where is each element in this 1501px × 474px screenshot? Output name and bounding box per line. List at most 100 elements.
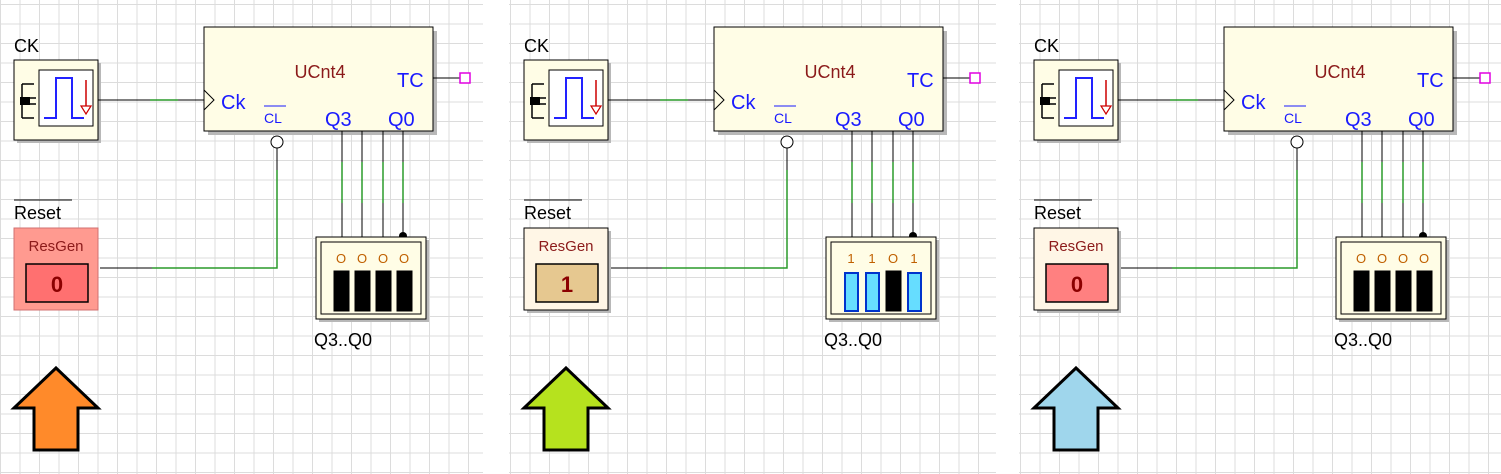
reset-wire-mid: [662, 170, 788, 269]
clock-generator[interactable]: [13, 59, 101, 143]
reset-wire-mid: [1172, 170, 1298, 269]
counter-name: UCnt4: [294, 62, 345, 82]
clock-edge-arrow-icon: [589, 105, 603, 116]
display-led-segment: [844, 272, 859, 312]
resgen-component[interactable]: ResGen 1: [523, 227, 611, 313]
display-bit-digit: O: [1398, 251, 1408, 266]
cl-inversion-bubble: [780, 135, 794, 149]
tc-output-pin: [969, 72, 981, 84]
clock-input-triangle: [1223, 89, 1235, 111]
resgen-value-button[interactable]: [1045, 263, 1109, 303]
reset-label: Reset: [1034, 203, 1081, 223]
pin-q3: Q3: [835, 109, 862, 131]
display-led-segment: [865, 272, 880, 312]
display-label: Q3..Q0: [314, 330, 372, 350]
display-bit-digit: O: [1419, 251, 1429, 266]
clock-waveform-icon: [554, 77, 594, 119]
resgen-name: ResGen: [1048, 238, 1103, 255]
pin-cl: CL: [774, 110, 792, 126]
clock-edge-arrow-icon: [79, 105, 93, 116]
pin-ck: Ck: [221, 92, 246, 114]
cl-inversion-bubble: [270, 135, 284, 149]
display-bit-digit: 1: [910, 251, 917, 266]
pin-tc: TC: [907, 70, 934, 92]
resgen-value-button[interactable]: [535, 263, 599, 303]
tc-output-pin: [1479, 72, 1491, 84]
pin-tc: TC: [397, 70, 424, 92]
display-led-segment: [333, 270, 350, 312]
clock-switch-knob: [20, 97, 30, 105]
display-bit-digit: O: [357, 251, 367, 266]
clock-label: CK: [14, 36, 39, 56]
clock-waveform-icon: [1064, 77, 1104, 119]
pin-q3: Q3: [325, 109, 352, 131]
display-bit-digit: O: [1377, 251, 1387, 266]
display-led-segment: [1374, 270, 1391, 312]
display-bit-digit: O: [336, 251, 346, 266]
pin-q0: Q0: [1408, 109, 1435, 131]
pin-q3: Q3: [1345, 109, 1372, 131]
display-bit-digit: 1: [847, 251, 854, 266]
clock-generator[interactable]: [1033, 59, 1121, 143]
clock-switch-knob: [530, 97, 540, 105]
panel-separator: [483, 0, 509, 474]
up-arrow-icon: [10, 365, 102, 452]
resgen-component[interactable]: ResGen 0: [1033, 227, 1121, 313]
resgen-value-button[interactable]: [25, 263, 89, 303]
display-label: Q3..Q0: [1334, 330, 1392, 350]
display-bit-digit: 1: [868, 251, 875, 266]
reset-label: Reset: [14, 203, 61, 223]
pin-cl: CL: [1284, 110, 1302, 126]
pin-q0: Q0: [388, 109, 415, 131]
clock-window: [1058, 69, 1114, 127]
display-bit-digit: O: [399, 251, 409, 266]
pin-tc: TC: [1417, 70, 1444, 92]
resgen-component[interactable]: ResGen 0: [13, 227, 99, 311]
counter-body: [713, 26, 944, 132]
counter-name: UCnt4: [1314, 62, 1365, 82]
display-led-segment: [1395, 270, 1412, 312]
clock-generator[interactable]: [523, 59, 611, 143]
display-led-segment: [396, 270, 413, 312]
resgen-name: ResGen: [28, 238, 83, 255]
clock-input-triangle: [713, 89, 725, 111]
resgen-value: 0: [51, 272, 63, 297]
cl-inversion-bubble: [1290, 135, 1304, 149]
display-led-segment: [354, 270, 371, 312]
up-arrow-icon: [520, 365, 612, 452]
clock-label: CK: [524, 36, 549, 56]
display-led-segment: [1353, 270, 1370, 312]
clock-waveform-icon: [44, 77, 84, 119]
display-bit-digit: O: [378, 251, 388, 266]
resgen-value: 1: [561, 272, 573, 297]
pin-cl: CL: [264, 110, 282, 126]
display-led-segment: [375, 270, 392, 312]
counter-body: [203, 26, 434, 132]
up-arrow-icon: [1030, 365, 1122, 452]
pin-q0: Q0: [898, 109, 925, 131]
clock-switch-knob: [1040, 97, 1050, 105]
display-bit-digit: O: [888, 251, 898, 266]
reset-label: Reset: [524, 203, 571, 223]
counter-body: [1223, 26, 1454, 132]
display-led-segment: [1416, 270, 1433, 312]
display-frame: [1340, 241, 1442, 315]
resgen-name: ResGen: [538, 238, 593, 255]
counter-name: UCnt4: [804, 62, 855, 82]
resgen-value: 0: [1071, 272, 1083, 297]
display-bit-digit: O: [1356, 251, 1366, 266]
panel-separator: [996, 0, 1019, 474]
display-label: Q3..Q0: [824, 330, 882, 350]
pin-ck: Ck: [1241, 92, 1266, 114]
